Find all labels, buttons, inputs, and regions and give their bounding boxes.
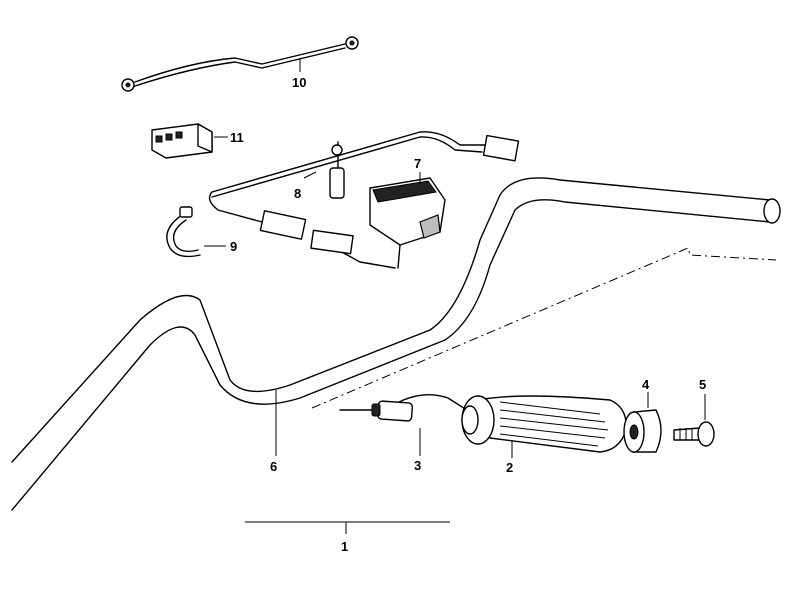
- callout-6: 6: [270, 459, 277, 474]
- leader-8: [303, 171, 317, 179]
- callout-4: 4: [642, 377, 650, 392]
- screw[interactable]: [673, 421, 715, 447]
- callout-3: 3: [414, 458, 421, 473]
- bar-end-weight[interactable]: [623, 409, 662, 453]
- handlebar[interactable]: [11, 177, 781, 511]
- callout-11: 11: [230, 130, 244, 145]
- callout-1: 1: [341, 539, 348, 554]
- dimension-line: [245, 521, 450, 534]
- callout-2: 2: [506, 460, 513, 475]
- axis-line-bar: [311, 247, 777, 409]
- ground-cable[interactable]: [121, 36, 359, 92]
- wiring-harness[interactable]: [208, 131, 520, 269]
- callout-9: 9: [230, 239, 237, 254]
- connector-plug[interactable]: [151, 123, 213, 159]
- callout-8: 8: [294, 186, 301, 201]
- callout-5: 5: [699, 377, 706, 392]
- cable-clamp[interactable]: [166, 206, 201, 258]
- switch-housing[interactable]: [369, 177, 446, 269]
- heater-lead[interactable]: [339, 393, 471, 422]
- callout-7: 7: [414, 156, 421, 171]
- callout-10: 10: [292, 75, 306, 90]
- heated-grip[interactable]: [461, 395, 627, 453]
